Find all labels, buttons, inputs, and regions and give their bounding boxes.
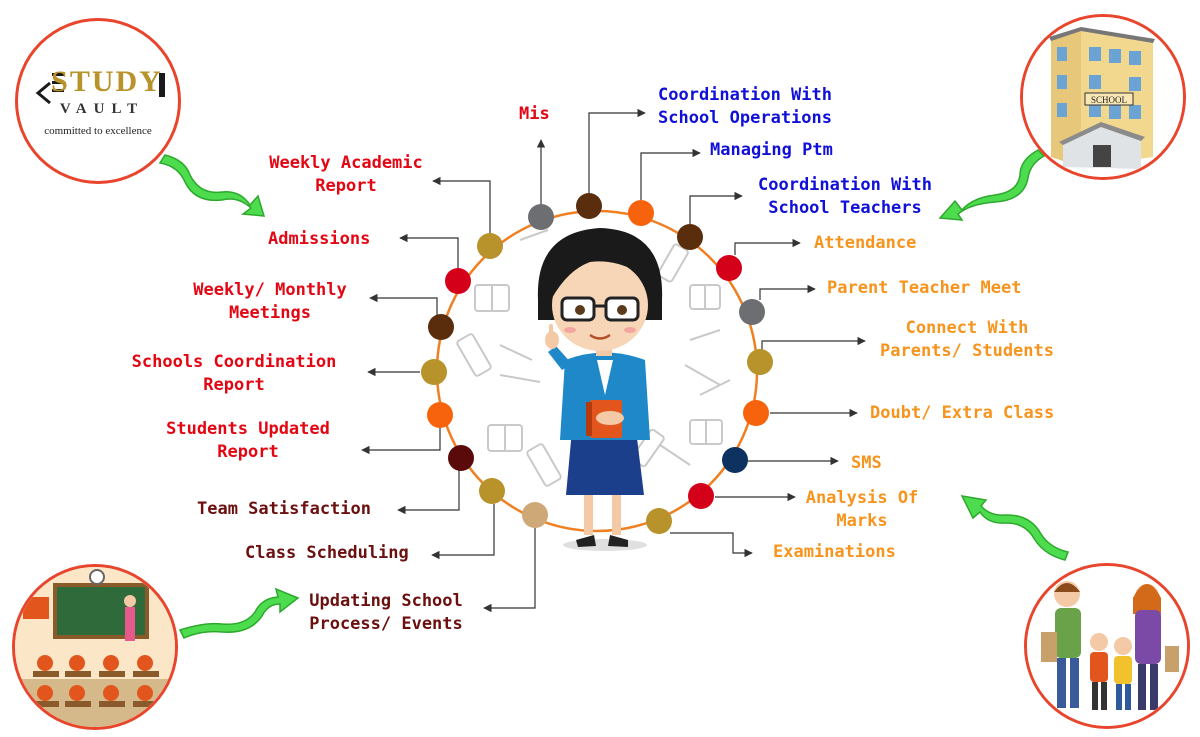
connector-team-satisfaction <box>397 470 460 515</box>
label-coordination-school-teachers: Coordination With School Teachers <box>750 174 940 220</box>
label-schools-coord-line2: Report <box>203 375 265 395</box>
logo-brand: STUDY <box>51 65 163 98</box>
label-connect-line2: Parents/ Students <box>880 341 1054 361</box>
dot-admissions <box>445 268 471 294</box>
connector-coord-ops <box>588 108 646 193</box>
dot-ptm <box>739 299 765 325</box>
connector-coord-teachers <box>689 191 743 224</box>
label-meetings-line1: Weekly/ Monthly <box>193 280 347 300</box>
label-weekly-academic-report: Weekly Academic Report <box>256 152 436 198</box>
connector-class-scheduling <box>431 504 495 560</box>
label-coord-ops-line2: School Operations <box>658 108 832 128</box>
family-icon <box>1027 566 1187 726</box>
label-connect-line1: Connect With <box>905 318 1029 338</box>
dot-schools-coord <box>421 359 447 385</box>
dot-connect <box>747 349 773 375</box>
dot-coord-teachers <box>677 224 703 250</box>
connector-students-updated <box>361 427 441 455</box>
label-attendance: Attendance <box>814 233 917 253</box>
label-admissions: Admissions <box>268 229 371 249</box>
logo-sub: VAULT <box>59 101 145 117</box>
label-updating-school-process: Updating School Process/ Events <box>296 590 476 636</box>
dot-students-updated <box>427 402 453 428</box>
dot-team-satisfaction <box>448 445 474 471</box>
dot-managing-ptm <box>628 200 654 226</box>
classroom-icon <box>15 567 175 727</box>
label-updating-line2: Process/ Events <box>309 614 463 634</box>
label-sms: SMS <box>851 453 882 473</box>
label-analysis-line2: Marks <box>836 511 888 531</box>
label-updating-line1: Updating School <box>309 591 463 611</box>
logo-chevron-icon <box>35 73 165 105</box>
study-vault-logo: STUDY VAULT committed to excellence <box>15 18 181 184</box>
dot-coord-ops <box>576 193 602 219</box>
dot-doubt <box>743 400 769 426</box>
label-managing-ptm: Managing Ptm <box>710 140 833 160</box>
dot-sms <box>722 447 748 473</box>
label-schools-coord-line1: Schools Coordination <box>131 352 337 372</box>
dot-analysis <box>688 483 714 509</box>
label-coord-teachers-line2: School Teachers <box>768 198 922 218</box>
label-weekly-report-line2: Report <box>315 176 377 196</box>
label-schools-coordination-report: Schools Coordination Report <box>116 351 352 397</box>
label-class-scheduling: Class Scheduling <box>245 543 409 563</box>
arrow-top-left <box>158 154 266 217</box>
classroom-image <box>12 564 178 730</box>
squiggle-arrows <box>158 149 1070 639</box>
dot-class-scheduling <box>479 478 505 504</box>
ring-dots <box>421 193 773 534</box>
connector-connect <box>761 336 866 350</box>
connectors <box>361 108 866 613</box>
label-students-updated-report: Students Updated Report <box>150 418 346 464</box>
label-parent-teacher-meet: Parent Teacher Meet <box>827 278 1022 298</box>
connector-examinations <box>670 532 753 558</box>
dot-mis <box>528 204 554 230</box>
school-sign: SCHOOL <box>1091 95 1127 105</box>
arrow-bottom-right <box>960 495 1070 561</box>
label-coordination-school-operations: Coordination With School Operations <box>650 84 840 130</box>
label-analysis-of-marks: Analysis Of Marks <box>800 487 924 533</box>
connector-ptm <box>759 284 816 300</box>
teacher-illustration <box>537 228 663 551</box>
connector-admissions <box>399 233 459 270</box>
dot-updating <box>522 502 548 528</box>
dot-meetings <box>428 314 454 340</box>
family-image <box>1024 563 1190 729</box>
label-doubt-extra-class: Doubt/ Extra Class <box>870 403 1055 423</box>
school-building-image: SCHOOL <box>1020 14 1186 180</box>
dot-examinations <box>646 508 672 534</box>
arrow-top-right <box>938 149 1046 221</box>
connector-managing-ptm <box>640 148 701 200</box>
connector-weekly-report <box>432 176 491 235</box>
school-building-icon: SCHOOL <box>1023 17 1183 177</box>
dot-weekly-report <box>477 233 503 259</box>
label-examinations: Examinations <box>773 542 896 562</box>
label-students-updated-line1: Students Updated <box>166 419 330 439</box>
label-mis: Mis <box>519 104 550 124</box>
label-team-satisfaction: Team Satisfaction <box>197 499 371 519</box>
connector-meetings <box>369 293 438 318</box>
label-coord-ops-line1: Coordination With <box>658 85 832 105</box>
label-meetings-line2: Meetings <box>229 303 311 323</box>
label-analysis-line1: Analysis Of <box>805 488 919 508</box>
label-weekly-report-line1: Weekly Academic <box>269 153 423 173</box>
label-connect-parents-students: Connect With Parents/ Students <box>872 317 1062 363</box>
logo-tagline: committed to excellence <box>44 125 152 137</box>
label-weekly-monthly-meetings: Weekly/ Monthly Meetings <box>180 279 360 325</box>
label-students-updated-line2: Report <box>217 442 279 462</box>
connector-attendance <box>734 238 801 255</box>
label-coord-teachers-line1: Coordination With <box>758 175 932 195</box>
arrow-bottom-left <box>178 587 300 639</box>
connector-updating <box>483 528 536 613</box>
dot-attendance <box>716 255 742 281</box>
